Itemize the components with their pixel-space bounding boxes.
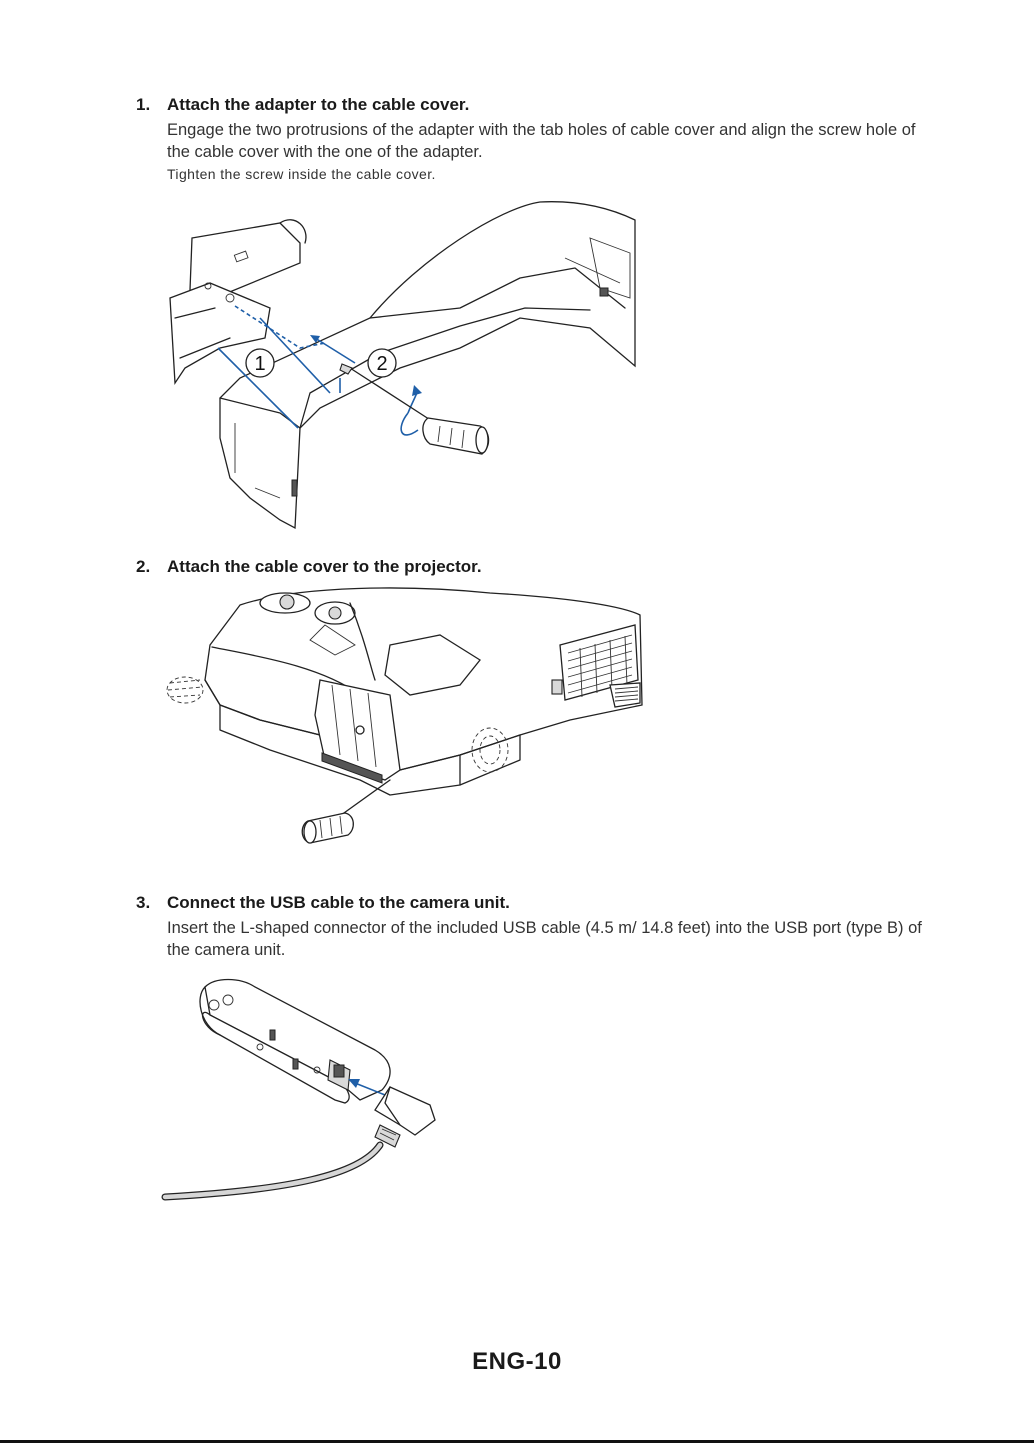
adapter-bracket [169, 219, 307, 385]
step-1: 1. Attach the adapter to the cable cover… [136, 95, 938, 184]
step-1-note: Tighten the screw inside the cable cover… [167, 166, 436, 182]
attached-cable-cover [314, 679, 401, 784]
step-2: 2. Attach the cable cover to the project… [136, 557, 938, 577]
lens-hint [166, 676, 204, 704]
alignment-guides [217, 305, 422, 436]
page-number: ENG-10 [472, 1348, 562, 1375]
callout-1: 1 [245, 348, 275, 378]
projector-foot [609, 682, 641, 708]
step-1-title: Attach the adapter to the cable cover. [167, 95, 470, 114]
cable-cover [219, 201, 636, 530]
camera-unit [199, 978, 391, 1104]
speaker-grille [471, 727, 509, 773]
projector-body [204, 587, 643, 796]
screwdriver [339, 363, 490, 455]
usb-l-connector [374, 1086, 436, 1148]
step-3-number: 3. [136, 893, 151, 912]
step-2-title: Attach the cable cover to the projector. [167, 557, 482, 576]
bottom-rule [0, 1440, 1034, 1443]
callout-2: 2 [367, 348, 397, 378]
figure-projector-cable-cover [166, 587, 643, 844]
step-2-heading: 2. Attach the cable cover to the project… [136, 557, 938, 577]
usb-insert-arrow [348, 1079, 386, 1096]
figure-adapter-cable-cover: 1 2 [169, 201, 636, 530]
callout-2-label: 2 [376, 353, 387, 375]
step-3: 3. Connect the USB cable to the camera u… [136, 893, 938, 961]
screwdriver-step-2 [301, 779, 391, 844]
figure-usb-camera-unit [161, 978, 436, 1201]
step-1-heading: 1. Attach the adapter to the cable cover… [136, 95, 938, 115]
callout-1-label: 1 [254, 353, 265, 375]
step-3-body: Insert the L-shaped connector of the inc… [167, 919, 922, 959]
rear-vent [551, 624, 639, 701]
step-1-number: 1. [136, 95, 151, 114]
step-3-heading: 3. Connect the USB cable to the camera u… [136, 893, 938, 913]
step-2-number: 2. [136, 557, 151, 576]
step-3-title: Connect the USB cable to the camera unit… [167, 893, 510, 912]
step-1-body: Engage the two protrusions of the adapte… [167, 121, 916, 161]
usb-cable [161, 1141, 384, 1201]
